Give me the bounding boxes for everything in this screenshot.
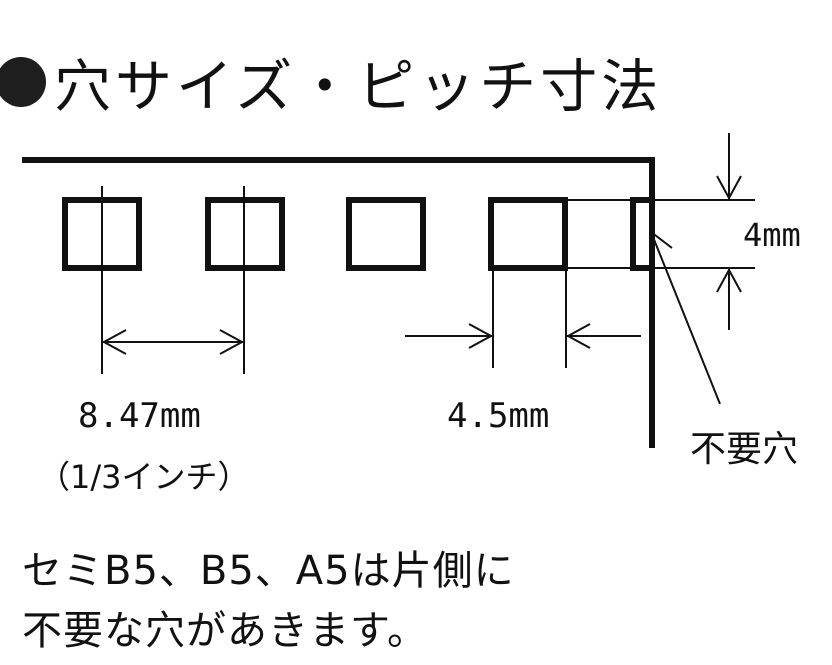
paper-edge [22, 157, 655, 448]
hole-3 [346, 197, 426, 271]
note-line-2: 不要な穴があきます。 [22, 608, 428, 654]
unneeded-hole-label: 不要穴 [690, 429, 799, 470]
pitch-label: 8.47mm [78, 396, 201, 436]
title-text: 穴サイズ・ピッチ寸法 [54, 54, 663, 120]
hole-width-label: 4.5mm [447, 396, 550, 436]
hole-4 [488, 197, 568, 271]
title: 穴サイズ・ピッチ寸法 [0, 42, 662, 122]
pitch-sub-label: （1/3インチ） [38, 458, 250, 496]
hole-height-dimension [565, 133, 755, 330]
hole-width-dimension [405, 268, 641, 368]
unneeded-hole-leader [649, 229, 721, 405]
bullet-icon [0, 57, 46, 107]
hole-height-label: 4mm [743, 216, 801, 254]
note-line-1: セミB5、B5、A5は片側に [22, 548, 515, 594]
pitch-dimension [101, 186, 245, 374]
